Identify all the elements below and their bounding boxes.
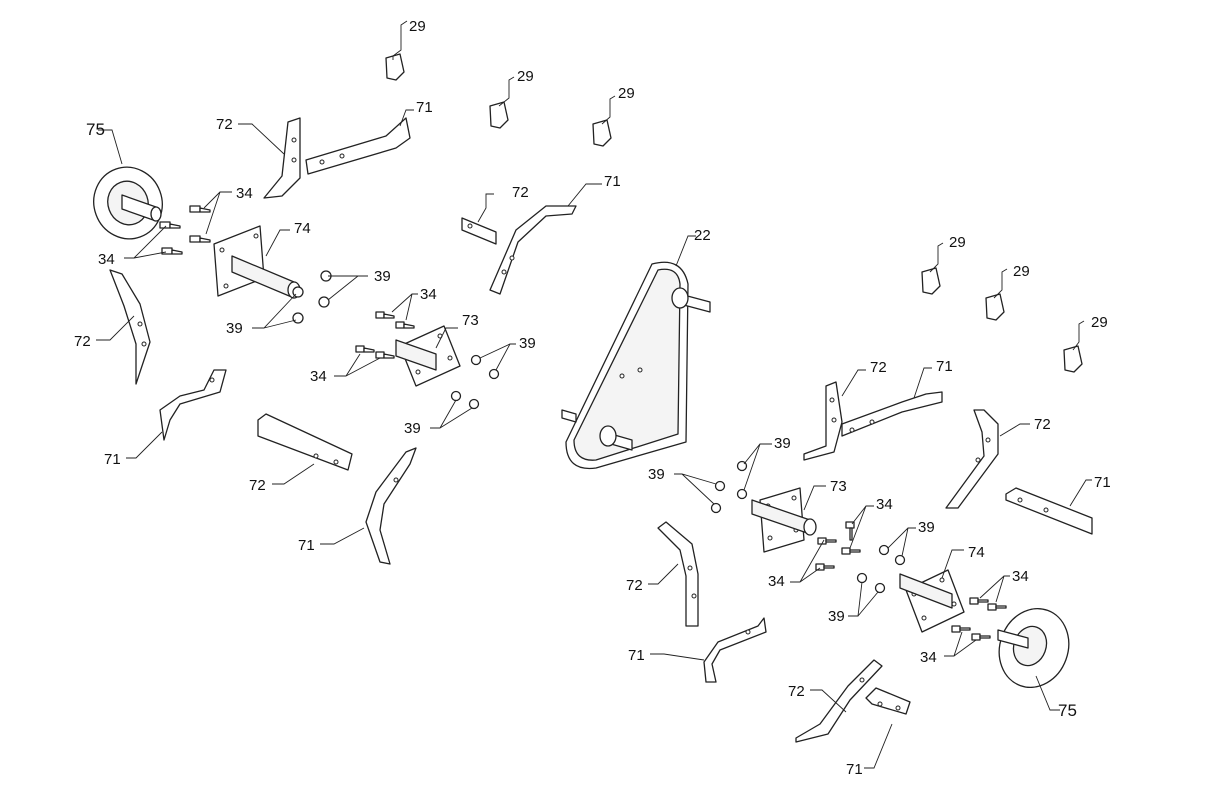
blade-part-72 [96,269,151,385]
label-39: 39 [404,420,421,437]
label-71: 71 [104,451,121,468]
bolt-set-34 [944,575,1010,657]
label-39: 39 [918,519,935,536]
label-75: 75 [1058,701,1077,720]
nut-set-39 [848,527,916,617]
blade-part-71 [126,369,227,459]
nut-set-39 [674,443,772,514]
label-34: 34 [1012,568,1029,585]
clip-part-29 [489,76,515,129]
blade-part-71 [1005,479,1093,535]
nut-set-39 [430,343,516,429]
label-39: 39 [519,335,536,352]
disc-part-75-right [997,608,1070,711]
clip-part-29 [1063,320,1085,373]
clip-part-29 [592,95,616,147]
label-29: 29 [517,68,534,85]
bolt-set-34 [334,293,418,377]
label-39: 39 [226,320,243,337]
label-73: 73 [462,312,479,329]
label-74: 74 [968,544,985,561]
label-72: 72 [788,683,805,700]
gearbox-part-22 [561,235,711,470]
label-39: 39 [828,608,845,625]
label-74: 74 [294,220,311,237]
label-29: 29 [409,18,426,35]
label-72: 72 [512,184,529,201]
label-34: 34 [236,185,253,202]
label-72: 72 [216,116,233,133]
label-29: 29 [949,234,966,251]
blade-part-72 [461,193,497,245]
label-71: 71 [936,358,953,375]
blade-part-71 [841,367,943,437]
blade-part-71 [864,687,911,769]
label-34: 34 [310,368,327,385]
label-34: 34 [98,251,115,268]
hub-part-73-left [395,325,461,387]
nut-set-39 [252,270,368,329]
label-29: 29 [618,85,635,102]
label-71: 71 [604,173,621,190]
blade-part-72 [648,521,699,627]
label-34: 34 [420,286,437,303]
label-34: 34 [768,573,785,590]
blade-part-71 [305,109,414,175]
label-71: 71 [628,647,645,664]
blade-part-71 [650,617,767,683]
blade-part-72 [795,659,883,743]
label-71: 71 [416,99,433,116]
bolt-set-34 [124,191,232,259]
blade-part-72 [238,117,301,199]
clip-part-29 [921,242,944,295]
label-29: 29 [1013,263,1030,280]
label-39: 39 [374,268,391,285]
clip-part-29 [985,268,1008,321]
label-34: 34 [876,496,893,513]
blade-part-71 [320,447,417,565]
blade-part-72 [945,409,1030,509]
label-72: 72 [870,359,887,376]
label-72: 72 [1034,416,1051,433]
label-72: 72 [626,577,643,594]
label-29: 29 [1091,314,1108,331]
label-75: 75 [86,120,105,139]
blade-part-71 [489,183,602,295]
label-71: 71 [1094,474,1111,491]
label-22: 22 [694,227,711,244]
blade-part-72 [803,369,866,461]
clip-part-29 [385,20,408,81]
part-labels: 29 29 29 29 29 29 75 75 72 71 72 71 72 7… [74,18,1111,778]
disc-part-75-left [93,129,163,240]
label-72: 72 [249,477,266,494]
hub-part-73-right [751,485,826,553]
label-72: 72 [74,333,91,350]
label-39: 39 [648,466,665,483]
blade-part-72 [257,413,353,485]
hub-part-74-right [899,549,965,633]
label-73: 73 [830,478,847,495]
label-34: 34 [920,649,937,666]
hub-part-74-left [213,225,301,299]
label-71: 71 [846,761,863,778]
label-71: 71 [298,537,315,554]
label-39: 39 [774,435,791,452]
bolt-set-34 [790,505,874,583]
